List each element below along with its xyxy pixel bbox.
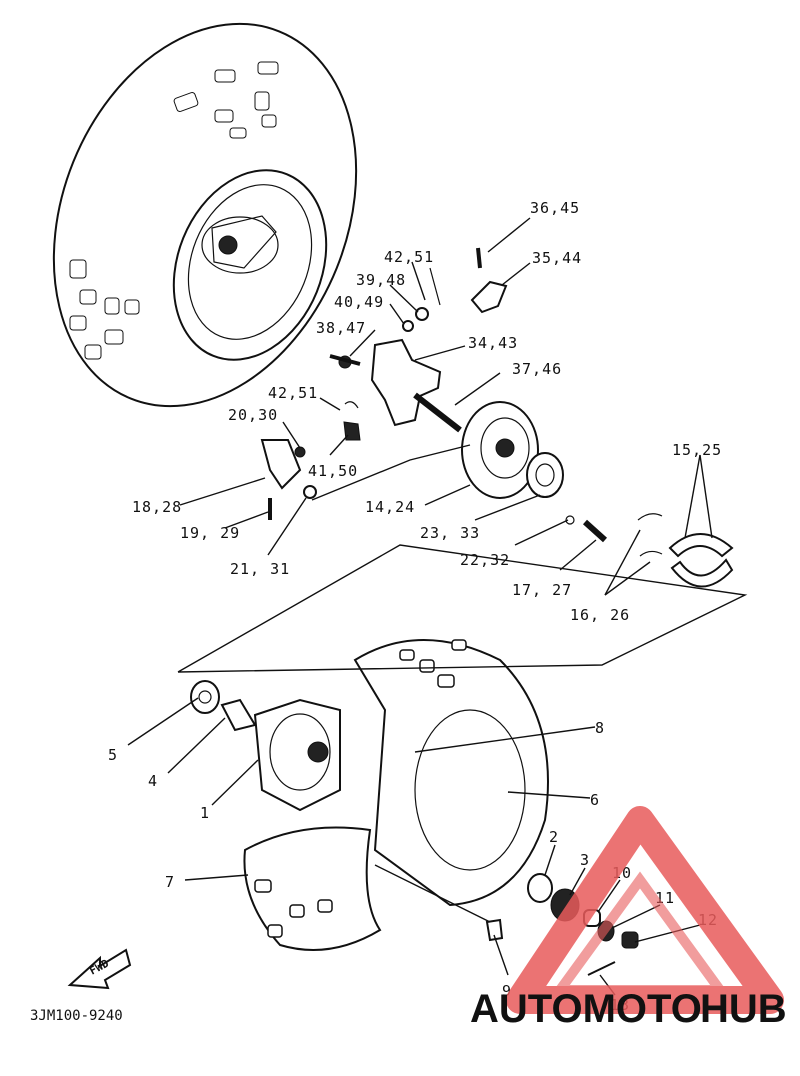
watermark-text-2: HUB: [700, 987, 787, 1031]
callout-label: 6: [590, 791, 600, 809]
callout-label: 3: [580, 851, 590, 869]
triangle-logo-icon: [506, 806, 784, 1014]
callout-label: 36,45: [530, 199, 580, 217]
callout-label: 4: [148, 772, 158, 790]
callout-label: 21, 31: [230, 560, 290, 578]
callout-label: 40,49: [334, 293, 384, 311]
callout-label: 38,47: [316, 319, 366, 337]
callout-label: 16, 26: [570, 606, 630, 624]
callout-label: 22,32: [460, 551, 510, 569]
assembled-wheel: [52, 22, 358, 408]
callout-label: 14,24: [365, 498, 415, 516]
group-frame-wheel: [177, 544, 748, 673]
callout-label: 2: [549, 828, 559, 846]
fwd-arrow: FWD: [67, 948, 132, 990]
callout-labels: 36,45 35,44 42,51 39,48 40,49 38,47 34,4…: [108, 199, 722, 1014]
callout-label: 23, 33: [420, 524, 480, 542]
callout-label: 18,28: [132, 498, 182, 516]
callout-label: 34,43: [468, 334, 518, 352]
callout-label: 39,48: [356, 271, 406, 289]
callout-label: 35,44: [532, 249, 582, 267]
diagram-code: 3JM100-9240: [30, 1008, 123, 1024]
callout-label: 41,50: [308, 462, 358, 480]
leader-lines: [127, 217, 713, 996]
exploded-wheel: [190, 639, 639, 976]
callout-label: 42,51: [268, 384, 318, 402]
callout-label: 7: [165, 873, 175, 891]
callout-label: 15,25: [672, 441, 722, 459]
callout-label: 8: [595, 719, 605, 737]
watermark-logo: [506, 806, 784, 1014]
watermark-text-1: AUTOMOTO: [470, 987, 702, 1031]
knuckle-assembly: [260, 247, 734, 588]
callout-label: 1: [200, 804, 210, 822]
callout-label: 19, 29: [180, 524, 240, 542]
callout-label: 9: [502, 982, 512, 1000]
group-frame-knuckle: [311, 444, 471, 501]
callout-label: 17, 27: [512, 581, 572, 599]
callout-label: 20,30: [228, 406, 278, 424]
callout-label: 37,46: [512, 360, 562, 378]
callout-label: 42,51: [384, 248, 434, 266]
callout-label: 5: [108, 746, 118, 764]
